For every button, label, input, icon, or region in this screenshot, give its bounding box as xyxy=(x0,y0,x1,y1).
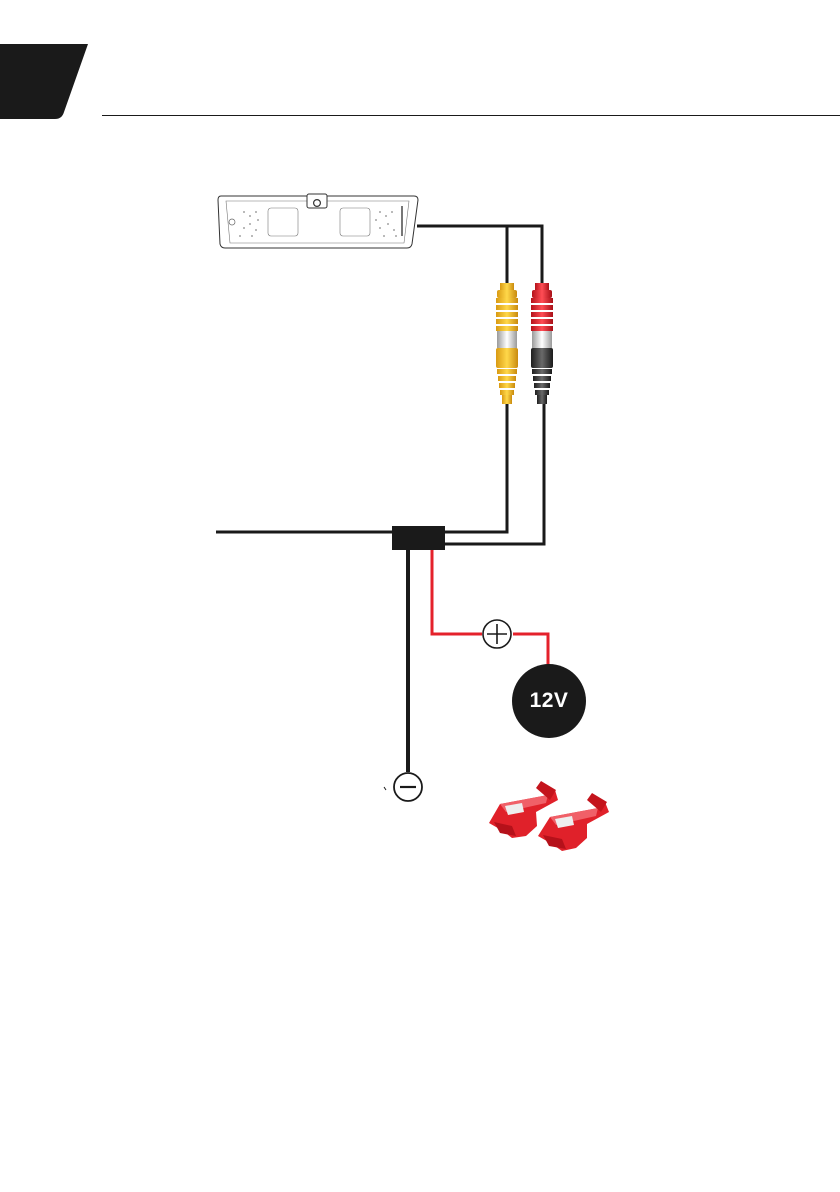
wire-tap-connectors xyxy=(489,781,609,851)
plus-icon xyxy=(483,620,511,648)
yellow-rca-plug xyxy=(496,283,518,404)
power-source-badge: 12V xyxy=(512,664,586,738)
positive-wire xyxy=(432,550,548,666)
minus-icon xyxy=(384,773,422,801)
signal-wires xyxy=(216,404,544,544)
red-rca-plug xyxy=(531,283,553,404)
camera-cable xyxy=(417,226,542,286)
junction-box xyxy=(392,526,445,550)
license-plate-camera xyxy=(218,194,418,248)
